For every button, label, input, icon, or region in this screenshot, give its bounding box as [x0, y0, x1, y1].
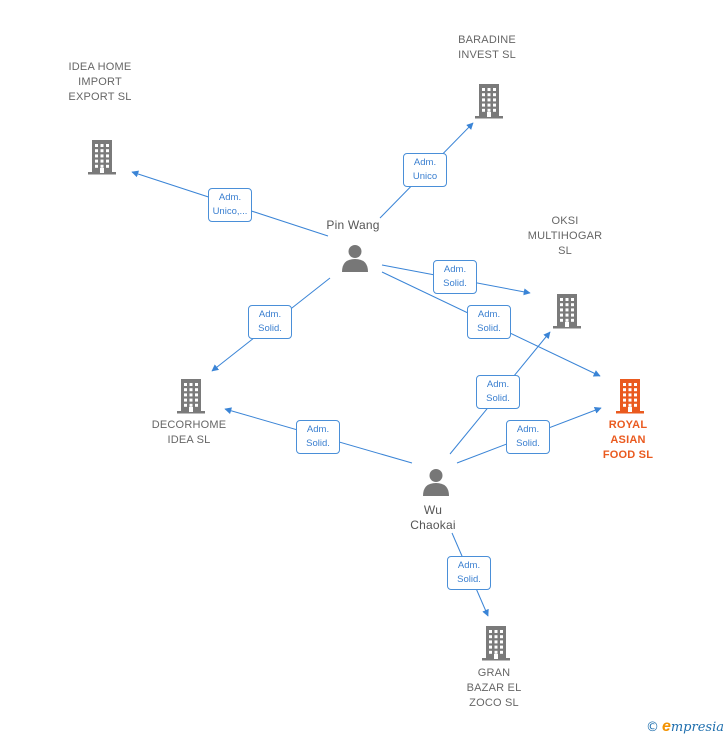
footer-brand: ©empresia	[646, 718, 724, 736]
person-icon[interactable]	[340, 243, 370, 278]
brand-initial: e	[661, 718, 671, 735]
building-icon[interactable]	[613, 378, 647, 419]
building-icon[interactable]	[472, 83, 506, 124]
relation-label-pin-royal[interactable]: Adm.Solid.	[467, 305, 511, 339]
relation-label-wu-royal[interactable]: Adm.Solid.	[506, 420, 550, 454]
relation-label-pin-baradine[interactable]: Adm.Unico	[403, 153, 447, 187]
relation-label-pin-oksi[interactable]: Adm.Solid.	[433, 260, 477, 294]
building-icon[interactable]	[174, 378, 208, 419]
building-icon[interactable]	[479, 625, 513, 666]
relation-label-wu-oksi[interactable]: Adm.Solid.	[476, 375, 520, 409]
pin-label: Pin Wang	[326, 218, 380, 232]
building-icon[interactable]	[85, 139, 119, 180]
relation-label-pin-idea[interactable]: Adm.Unico,...	[208, 188, 252, 222]
building-icon[interactable]	[550, 293, 584, 334]
relation-label-wu-decorhome[interactable]: Adm.Solid.	[296, 420, 340, 454]
copyright-symbol: ©	[645, 720, 659, 735]
relation-label-wu-gran[interactable]: Adm.Solid.	[447, 556, 491, 590]
person-icon[interactable]	[421, 467, 451, 502]
brand-name: mpresia	[670, 720, 724, 735]
relation-label-pin-decorhome[interactable]: Adm.Solid.	[248, 305, 292, 339]
